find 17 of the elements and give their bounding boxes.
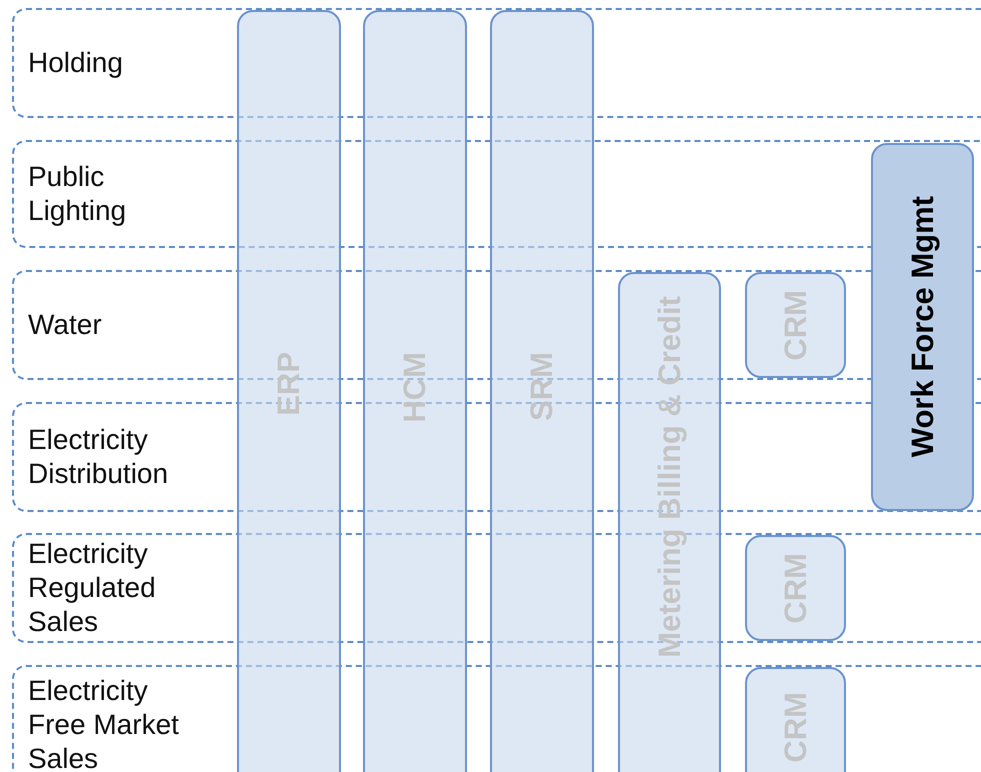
row-label: Electricity Free Market Sales (28, 674, 180, 772)
system-bar (745, 535, 846, 641)
system-bar (237, 10, 341, 772)
row-band (12, 665, 981, 772)
system-bar (618, 272, 721, 772)
row-label: Electricity Regulated Sales (28, 537, 157, 639)
row-band (12, 8, 981, 118)
system-bar (871, 143, 974, 511)
system-bar (490, 10, 594, 772)
system-bar (363, 10, 467, 772)
row-label: Water (28, 308, 103, 342)
row-label: Holding (28, 46, 124, 80)
row-label: Public Lighting (28, 160, 128, 228)
system-label: Work Force Mgmt (904, 196, 940, 458)
system-bar (745, 272, 846, 378)
row-label: Electricity Distribution (28, 423, 170, 491)
system-bar (745, 667, 846, 772)
